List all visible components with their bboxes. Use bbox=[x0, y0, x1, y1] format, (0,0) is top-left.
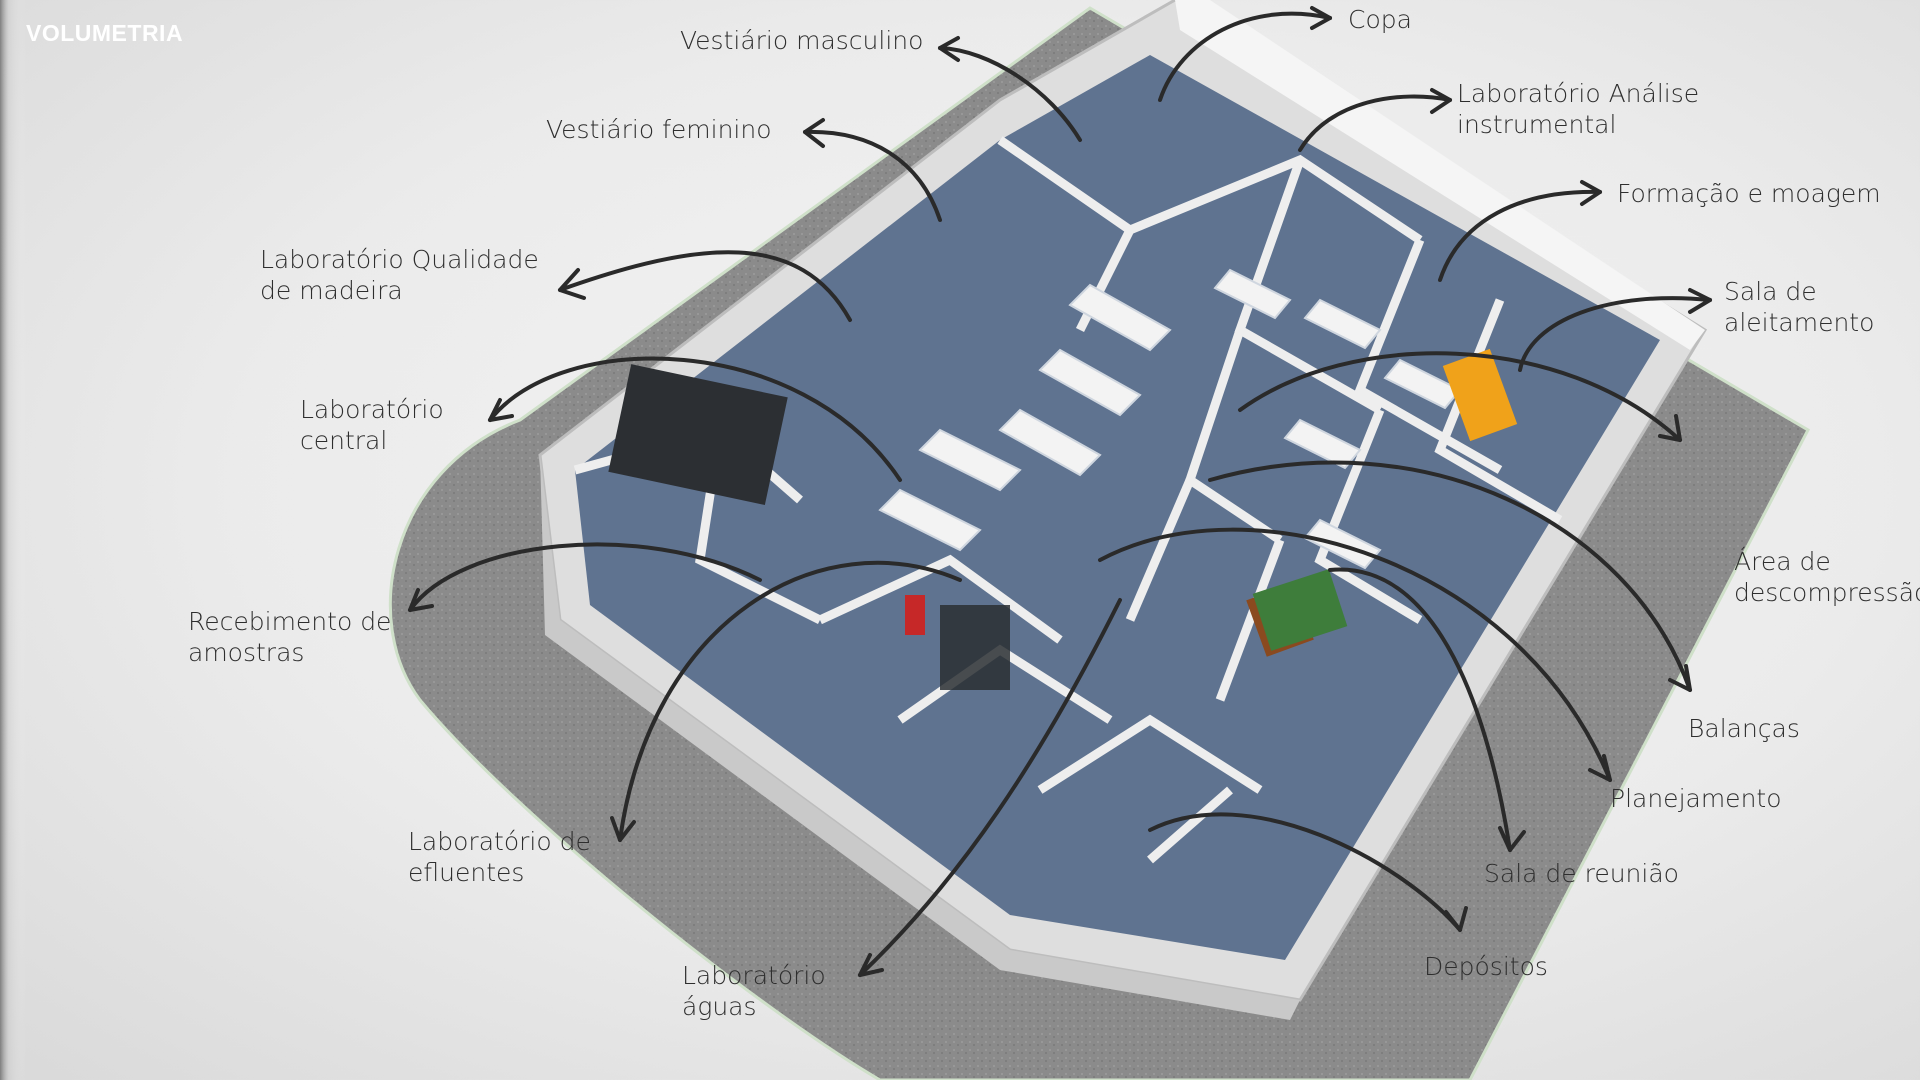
label-planejamento: Planejamento bbox=[1610, 783, 1782, 814]
label-line: instrumental bbox=[1457, 110, 1617, 139]
building-floor bbox=[575, 55, 1660, 960]
label-vestiario-masculino-text: Vestiário masculino bbox=[680, 26, 924, 55]
label-planejamento-text: Planejamento bbox=[1610, 784, 1782, 813]
label-line: Laboratório bbox=[682, 961, 826, 990]
label-line: Laboratório Análise bbox=[1457, 79, 1700, 108]
page-title: VOLUMETRIA bbox=[26, 20, 184, 46]
label-line: Laboratório bbox=[300, 395, 444, 424]
label-copa-text: Copa bbox=[1348, 5, 1412, 34]
label-line: Laboratório Qualidade bbox=[260, 245, 539, 274]
label-lab-central: Laboratório central bbox=[300, 394, 444, 456]
label-vestiario-masculino: Vestiário masculino bbox=[680, 25, 923, 56]
label-line: efluentes bbox=[408, 858, 525, 887]
label-balancas-text: Balanças bbox=[1688, 714, 1800, 743]
label-line: central bbox=[300, 426, 388, 455]
label-line: Área de bbox=[1734, 547, 1831, 576]
label-line: Laboratório de bbox=[408, 827, 591, 856]
label-lab-aguas: Laboratório águas bbox=[682, 960, 826, 1022]
label-line: Recebimento de bbox=[188, 607, 392, 636]
label-formacao-moagem-text: Formação e moagem bbox=[1617, 179, 1881, 208]
label-line: amostras bbox=[188, 638, 305, 667]
label-lab-efluentes: Laboratório de efluentes bbox=[408, 826, 591, 888]
label-line: águas bbox=[682, 992, 757, 1021]
label-depositos: Depósitos bbox=[1424, 951, 1548, 982]
label-vestiario-feminino-text: Vestiário feminino bbox=[546, 115, 772, 144]
label-depositos-text: Depósitos bbox=[1424, 952, 1548, 981]
label-formacao-moagem: Formação e moagem bbox=[1617, 178, 1881, 209]
label-recebimento-amostras: Recebimento de amostras bbox=[188, 606, 391, 668]
label-vestiario-feminino: Vestiário feminino bbox=[546, 114, 772, 145]
label-sala-aleitamento: Sala de aleitamento bbox=[1724, 276, 1874, 338]
label-line: descompressão bbox=[1734, 578, 1920, 607]
label-lab-analise-instrumental: Laboratório Análise instrumental bbox=[1457, 78, 1699, 140]
label-line: de madeira bbox=[260, 276, 403, 305]
label-sala-reuniao-text: Sala de reunião bbox=[1484, 859, 1679, 888]
label-line: Sala de bbox=[1724, 277, 1817, 306]
label-line: aleitamento bbox=[1724, 308, 1875, 337]
label-balancas: Balanças bbox=[1688, 713, 1800, 744]
label-lab-qualidade-madeira: Laboratório Qualidade de madeira bbox=[260, 244, 539, 306]
lab-benches bbox=[878, 268, 1462, 570]
label-area-descompressao: Área de descompressão bbox=[1734, 546, 1920, 608]
label-sala-reuniao: Sala de reunião bbox=[1484, 858, 1679, 889]
label-copa: Copa bbox=[1348, 4, 1412, 35]
room-accents bbox=[608, 348, 1518, 690]
annotation-arrows bbox=[408, 6, 1712, 977]
